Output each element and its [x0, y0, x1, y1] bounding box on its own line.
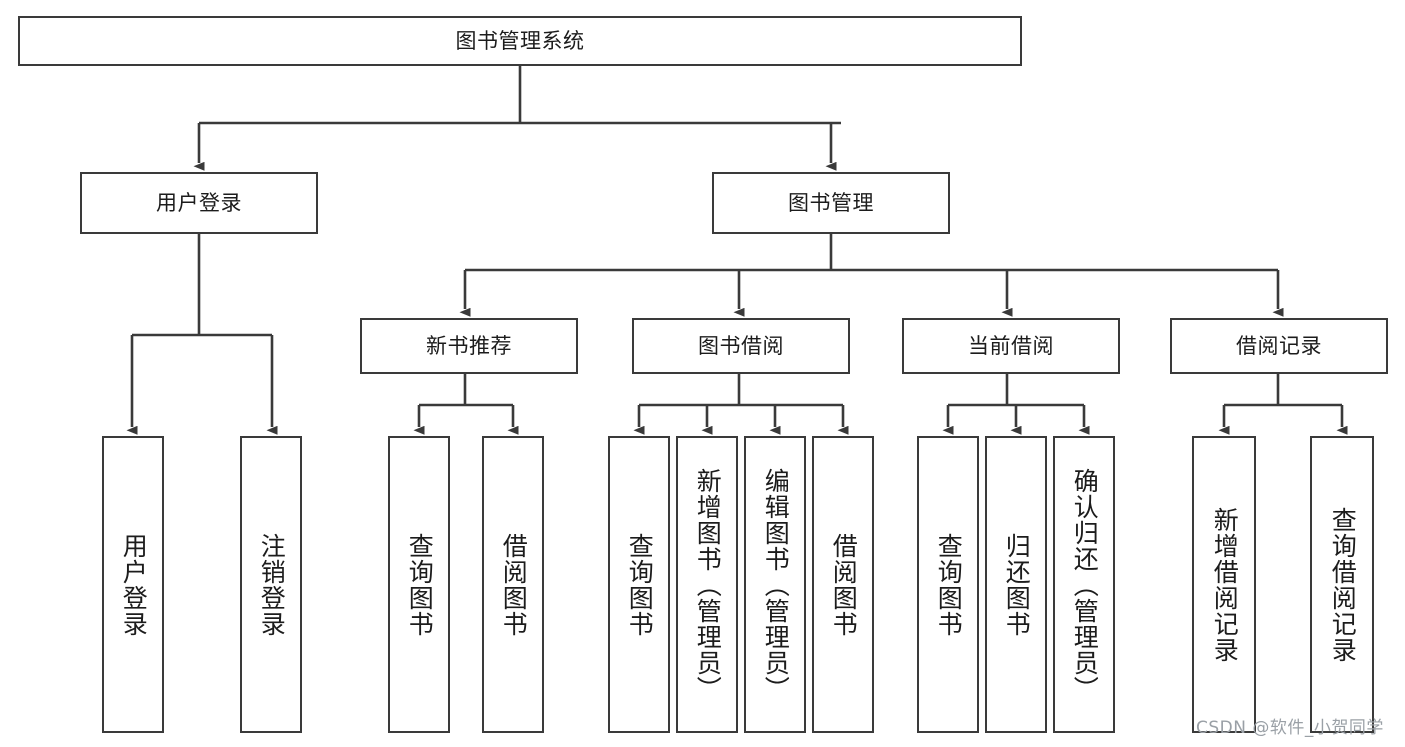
node-leaf-return-book[interactable]: 归还图书	[985, 436, 1047, 733]
node-leaf-add-record[interactable]: 新增借阅记录	[1192, 436, 1256, 733]
node-leaf-logout[interactable]: 注销登录	[240, 436, 302, 733]
node-leaf-confirm-return-label: 确认归还（管理员）	[1070, 467, 1100, 702]
node-leaf-return-book-label: 归还图书	[1002, 532, 1032, 637]
node-current-borrow-label: 当前借阅	[968, 333, 1054, 358]
node-leaf-borrow-book-2[interactable]: 借阅图书	[812, 436, 874, 733]
node-leaf-query-record[interactable]: 查询借阅记录	[1310, 436, 1374, 733]
node-leaf-confirm-return[interactable]: 确认归还（管理员）	[1053, 436, 1115, 733]
node-leaf-query-book-1[interactable]: 查询图书	[388, 436, 450, 733]
node-leaf-edit-book-label: 编辑图书（管理员）	[761, 467, 791, 702]
node-root[interactable]: 图书管理系统	[18, 16, 1022, 66]
csdn-watermark: CSDN @软件_小贺同学	[1196, 718, 1384, 738]
node-book-manage[interactable]: 图书管理	[712, 172, 950, 234]
node-leaf-borrow-book-2-label: 借阅图书	[829, 532, 859, 637]
node-leaf-borrow-book-1[interactable]: 借阅图书	[482, 436, 544, 733]
node-borrow-record[interactable]: 借阅记录	[1170, 318, 1388, 374]
node-current-borrow[interactable]: 当前借阅	[902, 318, 1120, 374]
node-new-book-recommend[interactable]: 新书推荐	[360, 318, 578, 374]
node-leaf-query-book-2[interactable]: 查询图书	[608, 436, 670, 733]
node-leaf-borrow-book-1-label: 借阅图书	[499, 532, 529, 637]
node-root-label: 图书管理系统	[455, 28, 585, 53]
node-leaf-query-record-label: 查询借阅记录	[1328, 506, 1358, 663]
node-book-borrow[interactable]: 图书借阅	[632, 318, 850, 374]
node-leaf-add-record-label: 新增借阅记录	[1210, 506, 1240, 663]
node-leaf-edit-book[interactable]: 编辑图书（管理员）	[744, 436, 806, 733]
node-leaf-logout-label: 注销登录	[257, 532, 287, 637]
node-user-login[interactable]: 用户登录	[80, 172, 318, 234]
node-leaf-query-book-3-label: 查询图书	[934, 532, 964, 637]
node-new-book-recommend-label: 新书推荐	[426, 333, 512, 358]
node-book-manage-label: 图书管理	[788, 190, 874, 215]
node-borrow-record-label: 借阅记录	[1236, 333, 1322, 358]
node-leaf-user-login-label: 用户登录	[119, 532, 149, 637]
node-leaf-query-book-3[interactable]: 查询图书	[917, 436, 979, 733]
node-leaf-query-book-1-label: 查询图书	[405, 532, 435, 637]
node-leaf-query-book-2-label: 查询图书	[625, 532, 655, 637]
node-book-borrow-label: 图书借阅	[698, 333, 784, 358]
node-leaf-user-login[interactable]: 用户登录	[102, 436, 164, 733]
node-leaf-add-book[interactable]: 新增图书（管理员）	[676, 436, 738, 733]
node-user-login-label: 用户登录	[156, 190, 242, 215]
node-leaf-add-book-label: 新增图书（管理员）	[693, 467, 723, 702]
